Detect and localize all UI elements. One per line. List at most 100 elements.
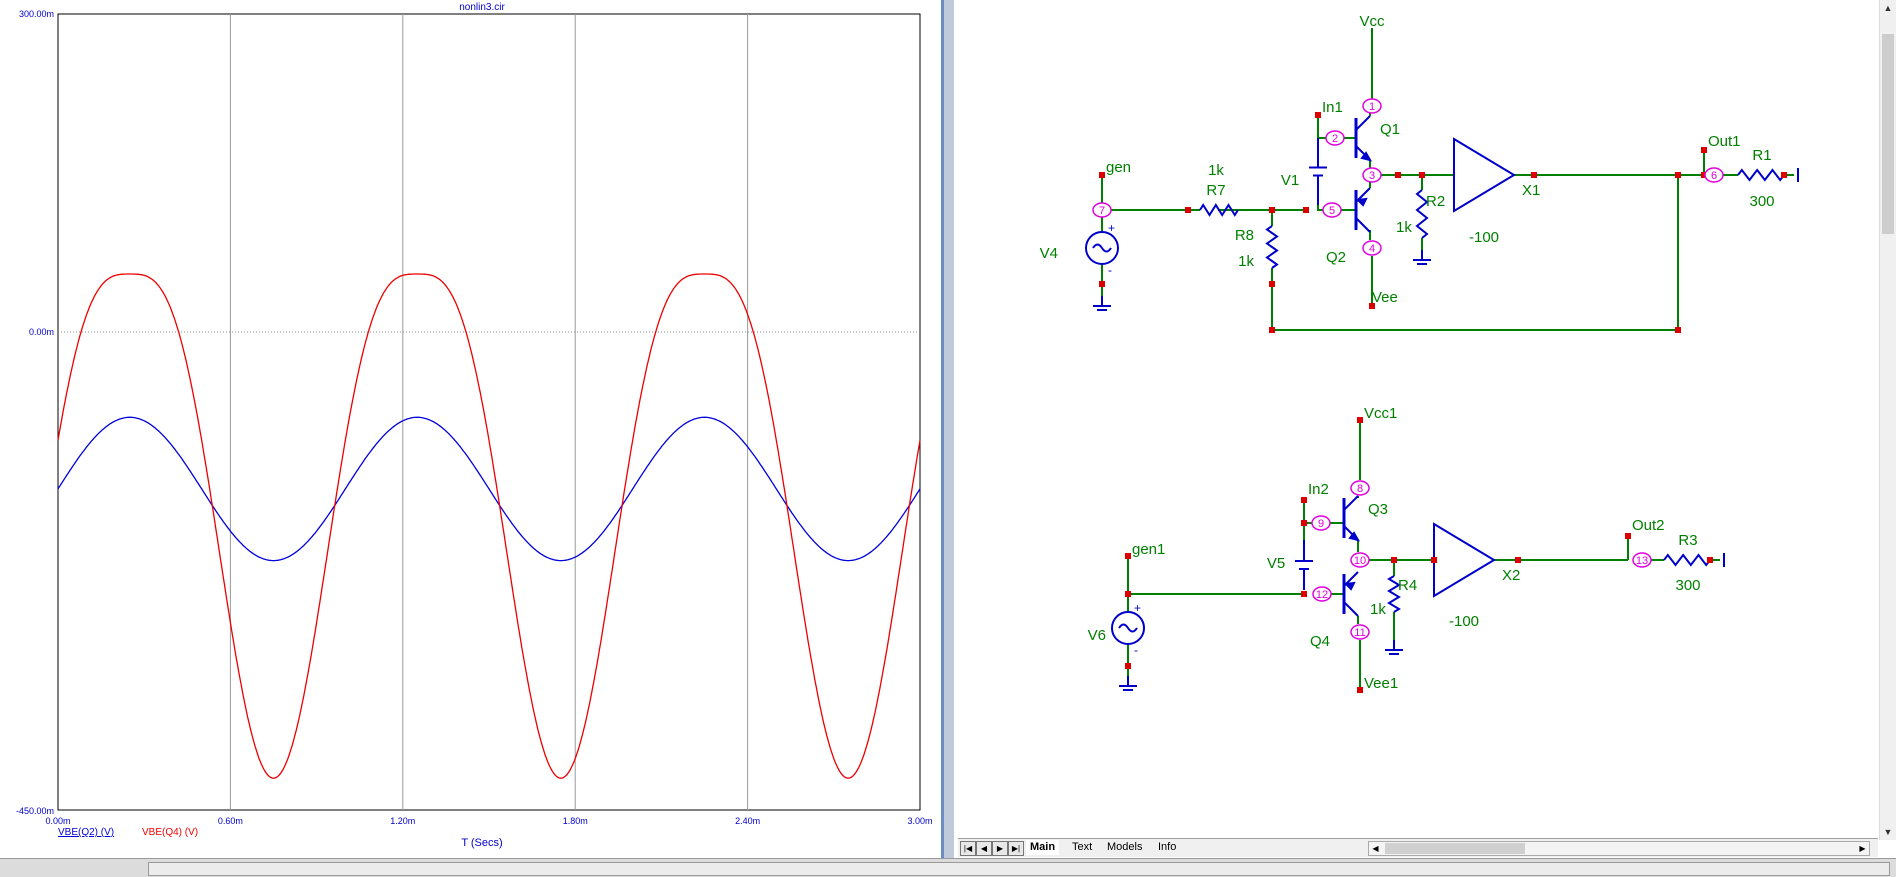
tab-text[interactable]: Text (1072, 841, 1093, 853)
legend-vbe-q2[interactable]: VBE(Q2) (V) (58, 827, 114, 838)
label-vcc[interactable]: Vcc (1359, 13, 1385, 30)
node-12[interactable]: 12 (1312, 586, 1332, 602)
node-10[interactable]: 10 (1350, 552, 1370, 568)
junction-dot (1303, 207, 1309, 213)
label-in1[interactable]: In1 (1322, 99, 1343, 116)
series-vbe-q2 (57, 416, 921, 562)
label-v5[interactable]: V5 (1267, 555, 1285, 572)
label-in2[interactable]: In2 (1308, 481, 1329, 498)
x-tick-label: 0.00m (45, 816, 70, 826)
label-r1[interactable]: R1 (1752, 147, 1771, 164)
scroll-down-icon[interactable]: ▼ (1883, 827, 1893, 837)
label-x2-gain[interactable]: -100 (1449, 613, 1479, 630)
junction-dot (1099, 281, 1105, 287)
svg-text:11: 11 (1354, 627, 1365, 639)
label-vee[interactable]: Vee (1372, 289, 1398, 306)
junction-dot (1419, 172, 1425, 178)
junction-dot (1369, 303, 1375, 309)
junction-dot (1125, 553, 1131, 559)
svg-text:12: 12 (1316, 589, 1328, 601)
node-4[interactable]: 4 (1362, 240, 1382, 256)
plot-title: nonlin3.cir (459, 2, 505, 13)
label-out1[interactable]: Out1 (1708, 133, 1741, 150)
label-r8-val[interactable]: 1k (1238, 253, 1254, 270)
node-8[interactable]: 8 (1350, 480, 1370, 496)
junction-dot (1301, 591, 1307, 597)
label-r2-val[interactable]: 1k (1396, 219, 1412, 236)
label-gen1[interactable]: gen1 (1132, 541, 1165, 558)
x-tick-label: 1.20m (390, 816, 415, 826)
resistor-r8 (1265, 225, 1279, 269)
label-q2[interactable]: Q2 (1326, 249, 1346, 266)
node-13[interactable]: 13 (1632, 552, 1652, 568)
last-tab-icon[interactable]: ▶| (1008, 841, 1024, 856)
window-splitter[interactable] (944, 0, 954, 858)
vertical-scrollbar[interactable]: ▲ ▼ (1879, 0, 1896, 840)
label-r4-val[interactable]: 1k (1370, 601, 1386, 618)
node-3[interactable]: 3 (1362, 167, 1382, 183)
label-q1[interactable]: Q1 (1380, 121, 1400, 138)
junction-dot (1269, 327, 1275, 333)
tab-info[interactable]: Info (1158, 841, 1177, 853)
label-q3[interactable]: Q3 (1368, 501, 1388, 518)
label-r4[interactable]: R4 (1398, 577, 1417, 594)
resistor-r4 (1387, 575, 1401, 613)
label-r3-val[interactable]: 300 (1675, 577, 1700, 594)
label-x2[interactable]: X2 (1502, 567, 1520, 584)
hscroll-thumb[interactable] (1385, 843, 1525, 854)
junction-dot (1431, 557, 1437, 563)
node-11[interactable]: 11 (1350, 624, 1370, 640)
first-tab-icon[interactable]: |◀ (960, 841, 976, 856)
transistor-q2 (1354, 187, 1371, 233)
junction-dot (1515, 557, 1521, 563)
prev-tab-icon[interactable]: ◀ (976, 841, 992, 856)
node-9[interactable]: 9 (1311, 515, 1331, 531)
plot-grid (229, 14, 749, 810)
label-v6[interactable]: V6 (1088, 627, 1106, 644)
label-r8[interactable]: R8 (1235, 227, 1254, 244)
label-r7[interactable]: R7 (1206, 182, 1225, 199)
scroll-up-icon[interactable]: ▲ (1883, 3, 1893, 13)
label-r7-val[interactable]: 1k (1208, 162, 1224, 179)
label-gen[interactable]: gen (1106, 159, 1131, 176)
label-q4[interactable]: Q4 (1310, 633, 1330, 650)
junction-dot (1707, 557, 1713, 563)
label-vcc1[interactable]: Vcc1 (1364, 405, 1397, 422)
scroll-thumb[interactable] (1882, 34, 1894, 234)
plot-window[interactable]: nonlin3.cir 300.00m 0.00m -450.00m 0.00m… (0, 0, 944, 858)
label-r3[interactable]: R3 (1678, 532, 1697, 549)
scroll-right-icon[interactable]: ▶ (1859, 844, 1866, 853)
label-r2[interactable]: R2 (1426, 193, 1445, 210)
node-6[interactable]: 6 (1704, 167, 1724, 183)
node-5[interactable]: 5 (1322, 202, 1342, 218)
tab-models[interactable]: Models (1107, 841, 1143, 853)
label-out2[interactable]: Out2 (1632, 517, 1665, 534)
node-7[interactable]: 7 (1092, 202, 1112, 218)
node-2[interactable]: 2 (1325, 130, 1345, 146)
x-tick-label: 1.80m (563, 816, 588, 826)
label-x1-gain[interactable]: -100 (1469, 229, 1499, 246)
junction-dot (1701, 172, 1707, 178)
horizontal-scrollbar[interactable]: ◀ ▶ (1368, 841, 1870, 856)
status-bar (0, 858, 1896, 877)
next-tab-icon[interactable]: ▶ (992, 841, 1008, 856)
x-tick-label: 0.60m (218, 816, 243, 826)
resistor-r3 (1663, 553, 1711, 567)
label-vee1[interactable]: Vee1 (1364, 675, 1398, 692)
label-x1[interactable]: X1 (1522, 182, 1540, 199)
label-v1[interactable]: V1 (1281, 172, 1299, 189)
node-1[interactable]: 1 (1362, 98, 1382, 114)
tab-main[interactable]: Main (1026, 840, 1060, 855)
legend-vbe-q4[interactable]: VBE(Q4) (V) (142, 827, 198, 838)
scroll-left-icon[interactable]: ◀ (1372, 844, 1379, 853)
wire (1271, 175, 1679, 331)
label-r1-val[interactable]: 300 (1749, 193, 1774, 210)
battery-v5 (1295, 540, 1313, 590)
label-v4[interactable]: V4 (1040, 245, 1058, 262)
svg-text:13: 13 (1636, 555, 1648, 567)
x-tick-label: 2.40m (735, 816, 760, 826)
svg-text:-: - (1108, 263, 1112, 277)
